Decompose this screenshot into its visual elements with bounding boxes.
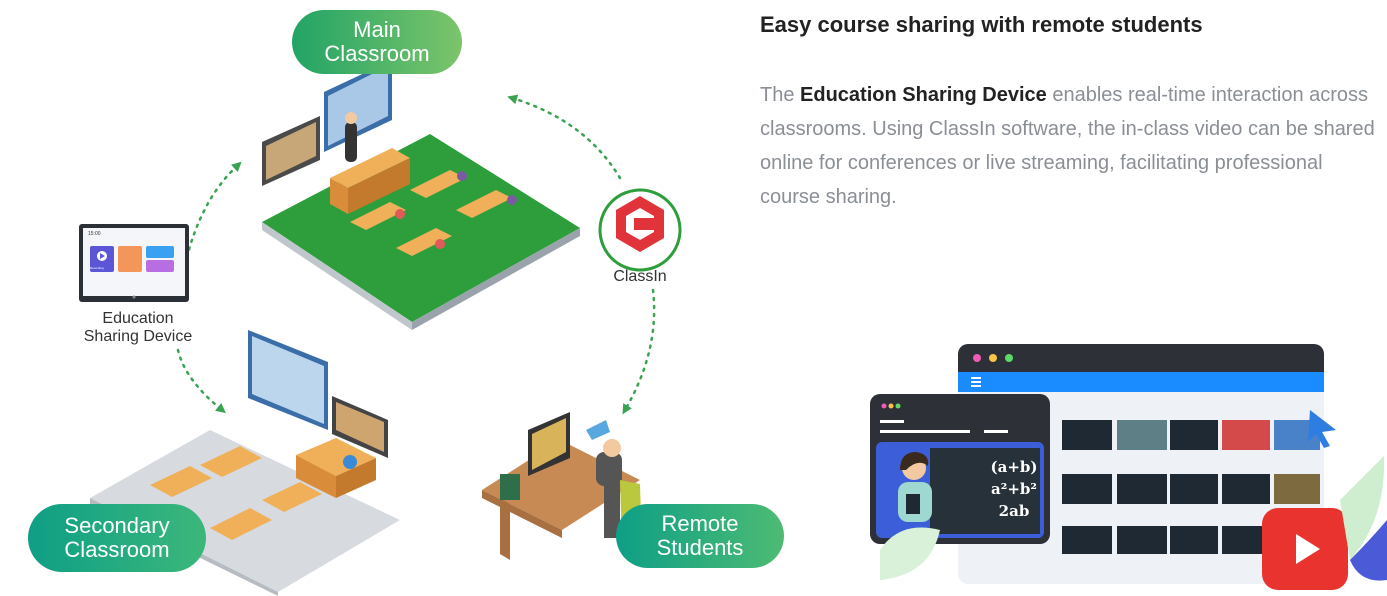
device-illustration [79,224,189,302]
section-description: The Education Sharing Device enables rea… [760,78,1380,214]
device-label-line-2: Sharing Device [83,328,193,345]
device-screen-time: 15:00 [88,231,101,237]
flow-arrows [176,94,656,415]
main-classroom-label: Main Classroom [292,10,462,74]
arrow-classin-to-main [507,94,622,180]
remote-students-label: Remote Students [616,504,784,568]
section-heading: Easy course sharing with remote students [760,12,1203,37]
secondary-classroom-label: Secondary Classroom [28,504,206,572]
device-label-line-1: Education [102,310,174,327]
formula-line-3: 2ab [998,502,1030,520]
chalkboard-formula: (a+b) a²+b² 2ab [986,456,1042,522]
description-bold: Education Sharing Device [800,84,1047,106]
classin-logo [598,188,682,272]
description-suffix: enables real-time interaction across cla… [760,84,1375,208]
arrow-device-to-main [183,161,242,267]
browser-illustration [870,344,1387,590]
remote-students-line-2: Students [656,535,744,560]
secondary-classroom-line-1: Secondary [64,513,170,538]
classin-label: ClassIn [613,268,667,285]
device-label: Education Sharing Device [70,310,206,346]
arrow-classin-to-remote [622,288,656,415]
formula-line-1: (a+b) [990,458,1038,476]
main-classroom-line-2: Classroom [324,41,430,66]
remote-student-illustration [482,412,642,560]
secondary-classroom-line-2: Classroom [64,537,170,562]
main-classroom-line-1: Main [353,17,401,42]
device-screen-button-label: Recording [90,266,104,270]
main-classroom-illustration [262,60,580,330]
description-prefix: The [760,84,801,106]
formula-line-2: a²+b² [991,480,1037,498]
arrow-device-to-secondary [176,348,226,414]
remote-students-line-1: Remote [661,511,739,536]
